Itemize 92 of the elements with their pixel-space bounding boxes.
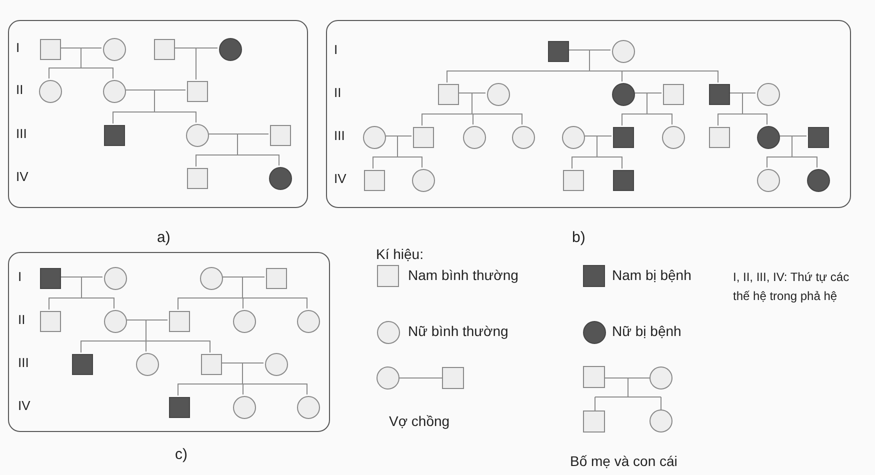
generation-label: IV bbox=[18, 399, 30, 413]
affected-circle-symbol bbox=[756, 126, 780, 148]
circle-symbol bbox=[232, 310, 256, 332]
panel-caption: a) bbox=[157, 229, 170, 246]
generation-label: IV bbox=[334, 172, 346, 186]
affected-square-symbol bbox=[708, 84, 730, 104]
circle-symbol bbox=[756, 82, 780, 106]
square-symbol bbox=[40, 310, 60, 332]
affected-square-symbol bbox=[548, 40, 568, 62]
generation-label: II bbox=[334, 86, 342, 100]
circle-symbol bbox=[362, 126, 386, 148]
descent-line bbox=[384, 136, 422, 168]
descent-line bbox=[778, 136, 818, 168]
circle-symbol bbox=[232, 396, 256, 418]
generation-label: III bbox=[16, 127, 27, 141]
affected-circle-symbol bbox=[268, 166, 292, 190]
affected-circle-symbol bbox=[218, 38, 242, 60]
descent-line bbox=[125, 320, 210, 353]
legend-heading: Kí hiệu: bbox=[376, 246, 424, 263]
generation-label: III bbox=[18, 356, 29, 370]
descent-line bbox=[567, 50, 718, 83]
square-symbol bbox=[708, 126, 730, 148]
square-symbol bbox=[186, 168, 208, 188]
circle-symbol bbox=[104, 310, 126, 332]
affected-square-symbol bbox=[168, 396, 190, 418]
square-symbol bbox=[270, 124, 290, 146]
legend-label: Nam bị bệnh bbox=[612, 267, 692, 284]
circle-symbol bbox=[104, 266, 126, 290]
circle-symbol bbox=[612, 40, 634, 62]
descent-line bbox=[221, 276, 308, 309]
circle-symbol bbox=[102, 38, 126, 60]
panel-caption: c) bbox=[175, 446, 188, 463]
circle-symbol bbox=[662, 126, 684, 148]
circle-symbol bbox=[462, 126, 486, 148]
legend-label: Vợ chồng bbox=[389, 413, 450, 430]
descent-line bbox=[728, 92, 768, 125]
generation-label: I bbox=[18, 270, 22, 284]
square-symbol bbox=[200, 354, 222, 374]
generation-label: I bbox=[16, 41, 20, 55]
square-symbol bbox=[364, 170, 384, 190]
affected-square-symbol bbox=[40, 268, 60, 288]
square-symbol bbox=[562, 170, 584, 190]
generation-label: IV bbox=[16, 170, 28, 184]
circle-symbol bbox=[200, 266, 222, 290]
affected-circle-symbol bbox=[806, 168, 830, 192]
descent-line bbox=[220, 362, 308, 395]
descent-line bbox=[59, 48, 114, 79]
affected-circle-symbol bbox=[612, 82, 634, 106]
circle-symbol bbox=[264, 352, 288, 376]
circle-symbol bbox=[136, 352, 158, 376]
square-symbol bbox=[412, 126, 434, 148]
descent-line bbox=[633, 92, 672, 125]
affected-square-symbol bbox=[72, 354, 92, 374]
circle-symbol bbox=[756, 168, 780, 192]
circle-symbol bbox=[296, 310, 320, 332]
square-symbol bbox=[266, 268, 286, 288]
generation-label: II bbox=[18, 313, 26, 327]
square-symbol bbox=[186, 80, 208, 102]
legend-label: Nữ bình thường bbox=[408, 323, 508, 340]
descent-line bbox=[173, 48, 218, 80]
legend-label: Nam bình thường bbox=[408, 267, 518, 284]
affected-square-symbol bbox=[612, 126, 634, 148]
circle-symbol bbox=[486, 82, 510, 106]
pedigree-panel bbox=[8, 252, 330, 432]
generation-label: II bbox=[16, 83, 24, 97]
pedigree-panel bbox=[8, 20, 308, 208]
square-symbol bbox=[40, 38, 60, 60]
circle-symbol bbox=[562, 126, 584, 148]
descent-line bbox=[59, 276, 114, 309]
circle-symbol bbox=[296, 396, 320, 418]
legend-label: Nữ bị bệnh bbox=[612, 323, 682, 340]
square-symbol bbox=[438, 84, 458, 104]
generation-label: III bbox=[334, 129, 345, 143]
affected-square-symbol bbox=[104, 124, 124, 146]
circle-symbol bbox=[512, 126, 534, 148]
affected-square-symbol bbox=[612, 170, 634, 190]
circle-symbol bbox=[102, 80, 126, 102]
affected-square-symbol bbox=[808, 126, 828, 148]
panel-caption: b) bbox=[572, 229, 586, 246]
generation-label: I bbox=[334, 43, 338, 57]
note-text: I, II, III, IV: Thứ tự các thế hệ trong phả hệ bbox=[733, 269, 850, 305]
descent-line bbox=[124, 90, 196, 123]
square-symbol bbox=[154, 38, 174, 60]
circle-symbol bbox=[186, 124, 208, 146]
square-symbol bbox=[662, 84, 684, 104]
pedigree-panel bbox=[326, 20, 851, 208]
descent-line bbox=[207, 134, 280, 166]
square-symbol bbox=[168, 310, 190, 332]
descent-line bbox=[583, 136, 622, 169]
legend-label: Bố mẹ và con cái bbox=[570, 453, 678, 470]
circle-symbol bbox=[412, 168, 434, 192]
circle-symbol bbox=[38, 80, 62, 102]
